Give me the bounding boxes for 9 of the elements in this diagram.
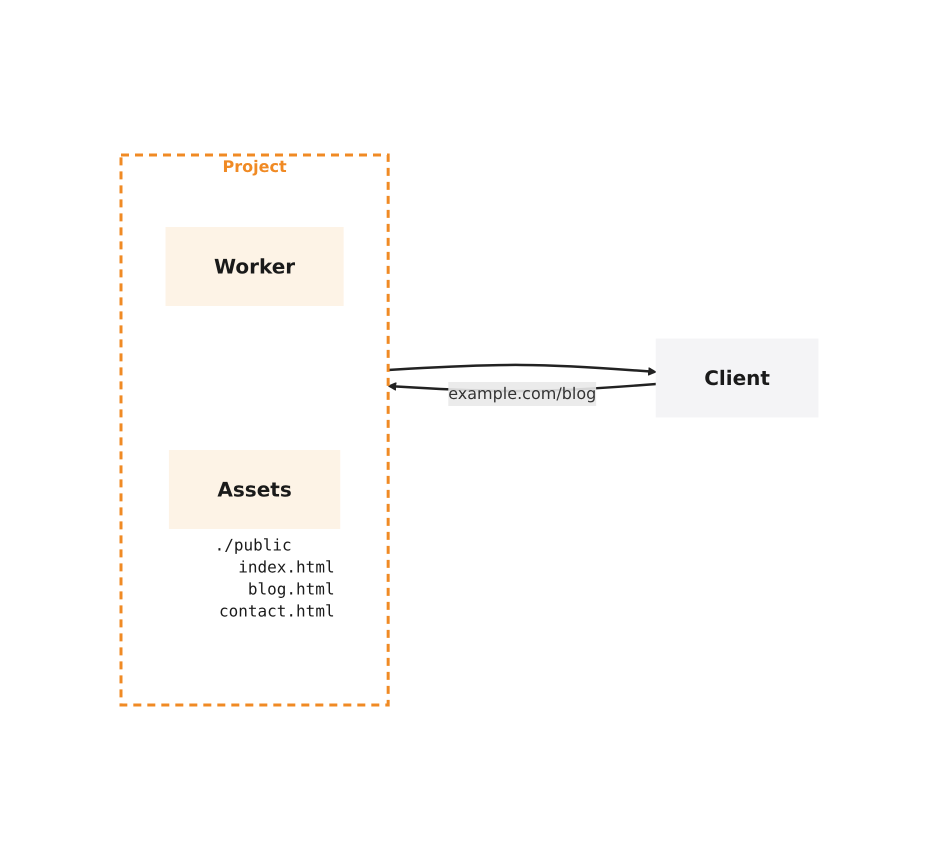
node-box: Assets bbox=[168, 450, 340, 529]
file-name: index.html bbox=[238, 558, 334, 576]
file-name: ./public bbox=[214, 536, 292, 554]
node-box: Worker bbox=[165, 227, 344, 306]
node-box: Client bbox=[655, 338, 818, 418]
file-name: blog.html bbox=[247, 580, 334, 598]
edge-label: example.com/blog bbox=[448, 384, 596, 403]
arrow bbox=[388, 364, 656, 376]
file-name: contact.html bbox=[218, 602, 334, 620]
